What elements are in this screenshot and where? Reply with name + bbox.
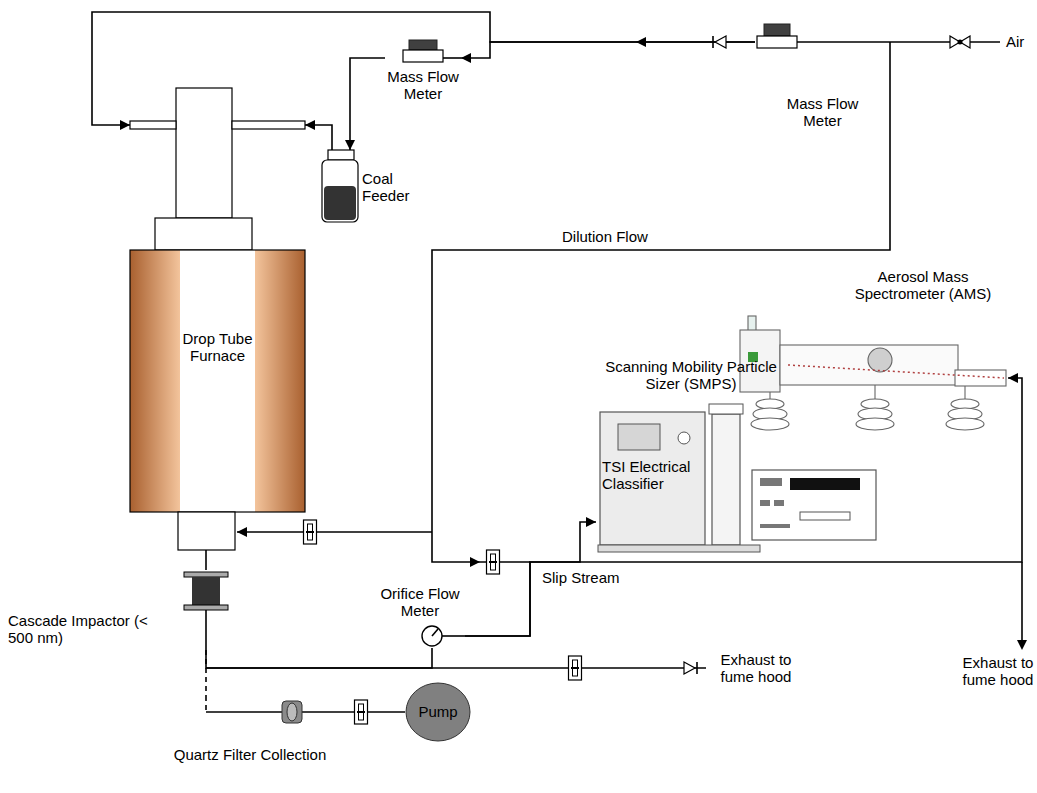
ams-drawing <box>740 316 1006 430</box>
flow-connector <box>465 378 1022 636</box>
piping <box>206 42 1022 712</box>
flow-connector <box>206 648 432 668</box>
flow-arrows <box>237 37 1027 650</box>
gauge-stub <box>442 635 465 637</box>
arrow-head <box>636 37 646 47</box>
quartz-filter: Quartz Filter Collection <box>165 696 335 770</box>
drop-tube-furnace-drawing <box>130 88 305 550</box>
drop-tube-furnace: Drop Tube Furnace <box>130 88 305 550</box>
node-label: Quartz Filter Collection <box>165 746 335 763</box>
flow-connector <box>461 42 755 58</box>
node-label: Orifice Flow Meter <box>375 585 465 620</box>
impactor-stub <box>205 610 207 650</box>
aerosol-mass-spectrometer: Aerosol Mass Spectrometer (AMS) <box>733 268 1008 433</box>
meter-stub <box>443 57 461 59</box>
mass-flow-meter: Mass Flow Meter <box>385 38 461 105</box>
orifice-flow-meter: Orifice Flow Meter <box>375 585 465 648</box>
orifice-gauge <box>422 626 442 646</box>
dilution-line <box>432 42 890 562</box>
dilution-branch <box>237 531 432 533</box>
exhaust-label: Exhaust to fume hood <box>712 651 800 686</box>
node-label: Aerosol Mass Spectrometer (AMS) <box>843 268 1003 303</box>
inlet-label: Air <box>1004 33 1037 50</box>
connector-layer <box>92 12 1022 712</box>
node-label: Mass Flow Meter <box>780 95 865 130</box>
flow-connector <box>205 650 207 696</box>
node-label: Pump <box>405 703 471 720</box>
cascade-impactor-drawing <box>184 572 228 610</box>
filter-line <box>206 711 282 713</box>
mass-flow-meter-icons <box>403 24 797 62</box>
exhaust-label: Exhaust to fume hood <box>958 654 1037 689</box>
exhaust-line <box>206 667 706 669</box>
smps-instrument: Scanning Mobility Particle Sizer (SMPS) T… <box>596 358 880 558</box>
filter-stub <box>302 711 335 713</box>
coal-feeder: Coal Feeder <box>318 150 433 225</box>
pump-body <box>406 683 470 741</box>
flow-connector <box>335 711 405 713</box>
node-sublabel: TSI Electrical Classifier <box>602 458 702 493</box>
mass-flow-meter: Mass Flow Meter <box>755 20 865 135</box>
node-label: Coal Feeder <box>362 170 424 205</box>
flow-connector <box>205 550 207 570</box>
flow-connector <box>305 125 332 150</box>
coal-feeder-bottle <box>322 150 358 222</box>
flow-label: Dilution Flow <box>560 228 684 245</box>
node-label: Cascade Impactor (< 500 nm) <box>8 612 158 647</box>
quartz-filter-drawing <box>282 701 302 723</box>
arrow-head <box>470 557 480 567</box>
arrow-head <box>237 527 247 537</box>
node-label: Scanning Mobility Particle Sizer (SMPS) <box>596 358 786 393</box>
filter-dash <box>205 696 207 712</box>
cascade-impactor: Cascade Impactor (< 500 nm) <box>4 570 240 650</box>
smps-drawing <box>598 404 876 552</box>
arrow-head <box>1017 640 1027 650</box>
node-label: Mass Flow Meter <box>385 68 461 103</box>
pump: Pump <box>405 682 471 742</box>
flow-label: Slip Stream <box>540 569 644 586</box>
valves <box>684 36 970 674</box>
flow-connector <box>350 58 385 150</box>
node-label: Drop Tube Furnace <box>180 330 255 365</box>
exhaust-line-right <box>1021 562 1023 640</box>
